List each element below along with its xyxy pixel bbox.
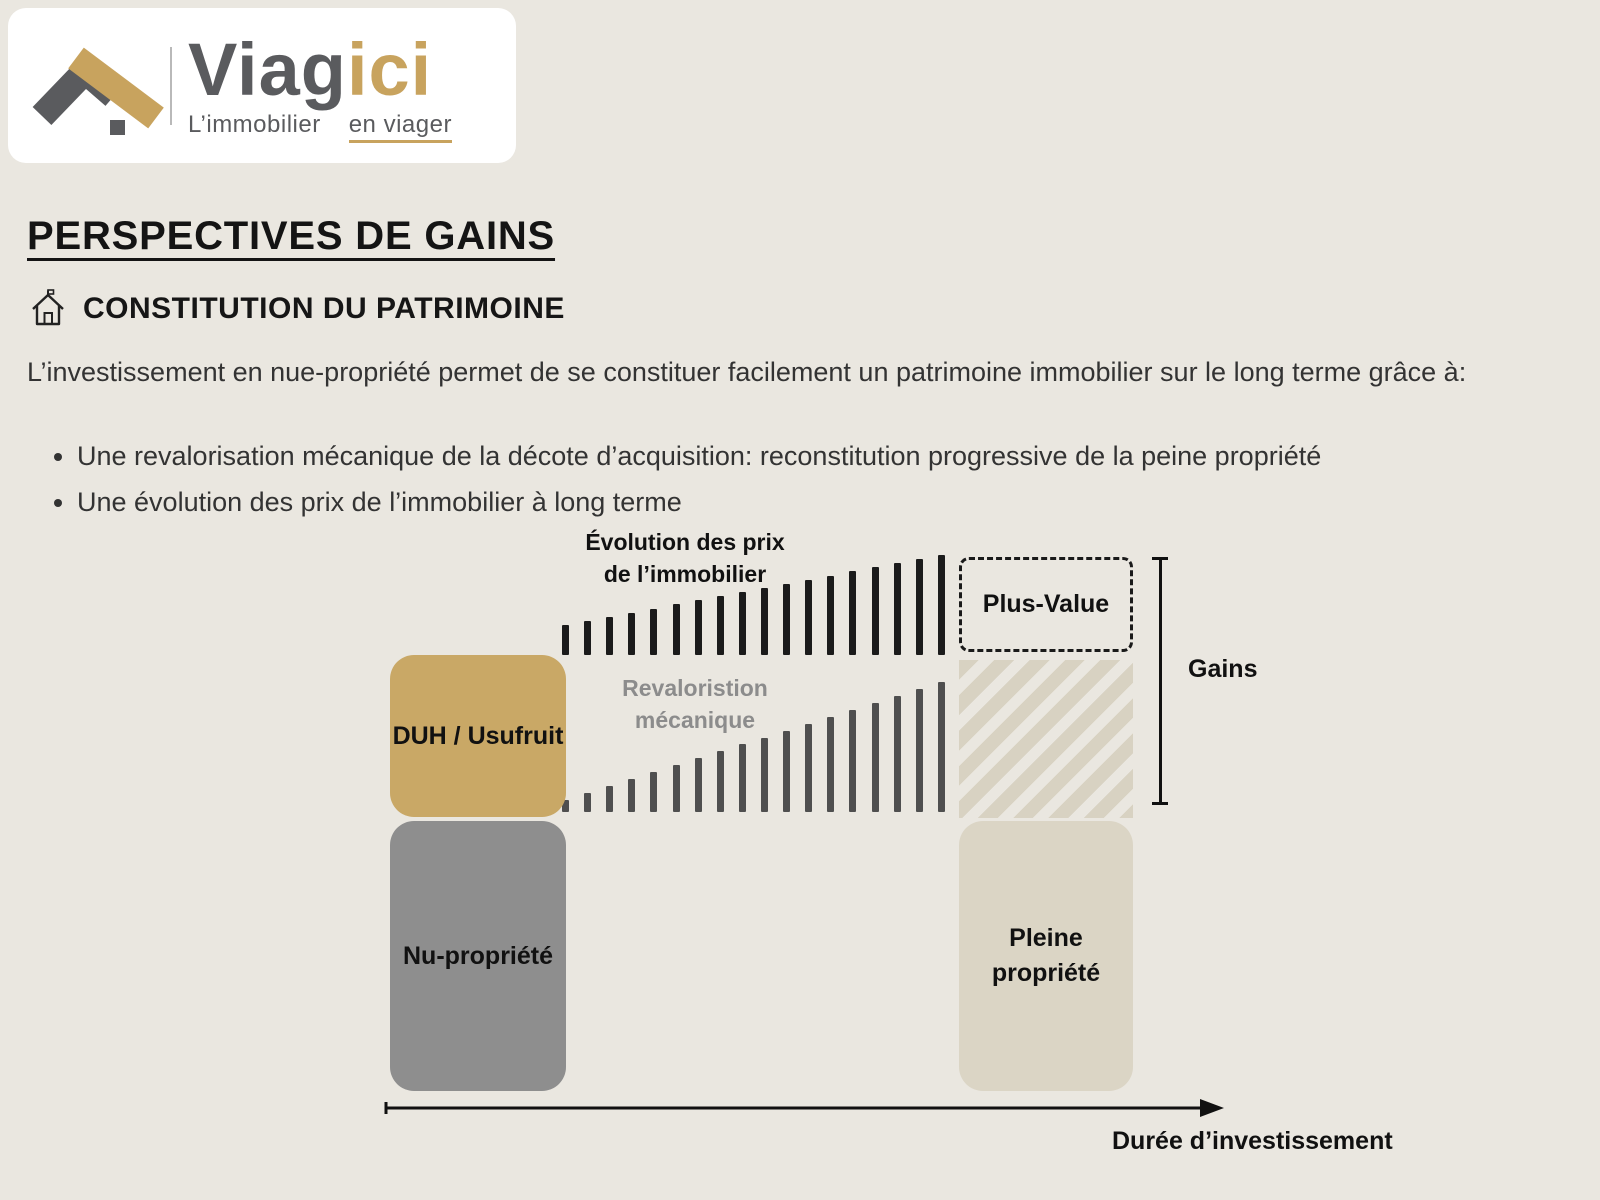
section-heading: CONSTITUTION DU PATRIMOINE xyxy=(27,288,565,330)
bar xyxy=(893,696,901,812)
bullet-list: Une revalorisation mécanique de la décot… xyxy=(27,436,1597,528)
time-axis-arrow xyxy=(384,1099,1224,1117)
bar xyxy=(827,576,835,655)
bar xyxy=(672,765,680,812)
bar xyxy=(584,621,592,655)
logo-text: Viagici L’immobilier en viager xyxy=(188,32,452,143)
gains-label: Gains xyxy=(1188,655,1258,683)
page-title: PERSPECTIVES DE GAINS xyxy=(27,214,556,258)
logo-tagline: L’immobilier en viager xyxy=(188,110,452,143)
bullet-item-revalorisation: Une revalorisation mécanique de la décot… xyxy=(77,436,1597,478)
bar xyxy=(628,613,636,655)
gains-bracket-stem xyxy=(1158,557,1162,805)
bar xyxy=(606,617,614,655)
bar xyxy=(871,567,879,655)
logo-brand-suffix: ici xyxy=(346,27,433,111)
bar xyxy=(650,609,658,655)
section-title: CONSTITUTION DU PATRIMOINE xyxy=(83,292,565,325)
bar xyxy=(760,588,768,655)
bar xyxy=(849,571,857,655)
bar xyxy=(738,744,746,812)
mechanical-revalorisation-label: Revaloristion mécanique xyxy=(622,675,768,734)
logo-tagline-immobilier: L’immobilier xyxy=(188,110,321,138)
bar xyxy=(937,682,945,812)
bar xyxy=(805,724,813,812)
price-evolution-bars xyxy=(562,555,945,655)
plus-value-label: Plus-Value xyxy=(982,590,1110,618)
bar xyxy=(562,625,569,655)
gains-bracket xyxy=(1152,557,1168,805)
bar xyxy=(783,584,791,655)
price-evolution-label: Évolution des prix de l’immobilier xyxy=(585,529,785,588)
bar xyxy=(760,738,768,812)
pleine-propriete-label: Pleine propriété xyxy=(991,924,1101,987)
duration-label: Durée d’investissement xyxy=(1112,1127,1393,1155)
duh-usufruit-box: DUH / Usufruit xyxy=(390,655,566,817)
bullet-item-evolution: Une évolution des prix de l’immobilier à… xyxy=(77,482,1597,524)
bar xyxy=(672,604,680,655)
logo-card: Viagici L’immobilier en viager xyxy=(8,8,516,163)
bar xyxy=(694,600,702,655)
bar xyxy=(628,779,636,812)
bar xyxy=(716,596,724,655)
bar xyxy=(893,563,901,655)
bar xyxy=(584,793,592,812)
plus-value-box: Plus-Value xyxy=(959,557,1133,652)
intro-text: L’investissement en nue-propriété permet… xyxy=(27,357,1467,387)
bar xyxy=(650,772,658,812)
bar xyxy=(716,751,724,812)
bar xyxy=(562,800,569,812)
bar xyxy=(849,710,857,812)
logo-brand-prefix: Viag xyxy=(188,27,347,111)
nue-propriete-label: Nu-propriété xyxy=(403,941,553,970)
bar xyxy=(915,689,923,812)
house-icon xyxy=(32,289,64,326)
bar xyxy=(694,758,702,812)
logo-brand: Viagici xyxy=(188,32,452,107)
logo-divider xyxy=(170,46,172,125)
bar xyxy=(915,559,923,655)
logo-house-icon xyxy=(32,47,164,135)
bar xyxy=(805,580,813,655)
bar xyxy=(738,592,746,655)
bar xyxy=(871,703,879,812)
mechanical-revalorisation-bars xyxy=(562,682,945,812)
duh-usufruit-label: DUH / Usufruit xyxy=(392,721,564,750)
bar xyxy=(937,555,945,655)
nue-propriete-box: Nu-propriété xyxy=(390,821,566,1091)
reconstitution-hatched-area xyxy=(959,660,1133,818)
bar xyxy=(606,786,614,812)
bar xyxy=(783,731,791,812)
bar xyxy=(827,717,835,812)
logo-tagline-viager: en viager xyxy=(348,110,452,143)
pleine-propriete-box: Pleine propriété xyxy=(959,821,1133,1091)
